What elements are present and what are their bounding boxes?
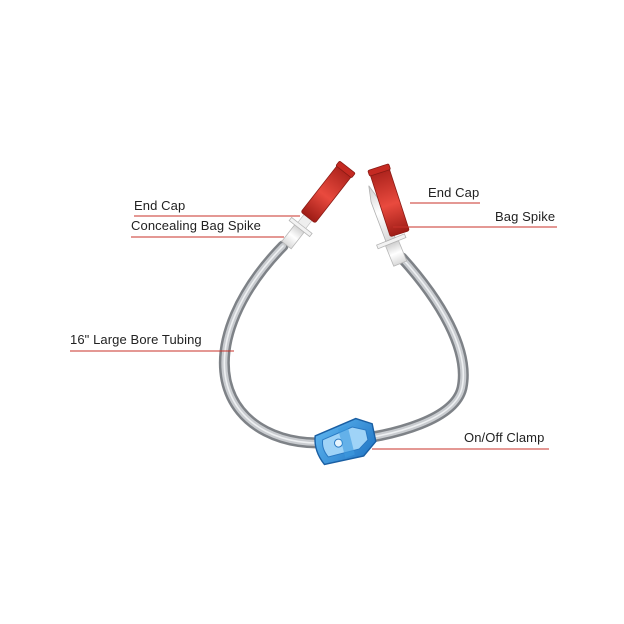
label-bag-spike: Bag Spike <box>495 209 556 224</box>
left-end-cap-assembly <box>281 161 356 250</box>
right-end-cap <box>367 163 410 237</box>
leader-lines <box>70 202 557 450</box>
label-on-off-clamp: On/Off Clamp <box>464 430 545 445</box>
on-off-clamp <box>314 417 377 466</box>
label-end-cap-left: End Cap <box>134 198 186 213</box>
tubing <box>218 240 469 449</box>
label-large-bore-tubing: 16" Large Bore Tubing <box>70 332 202 347</box>
label-concealing-bag-spike: Concealing Bag Spike <box>131 218 261 233</box>
label-end-cap-right: End Cap <box>428 185 480 200</box>
